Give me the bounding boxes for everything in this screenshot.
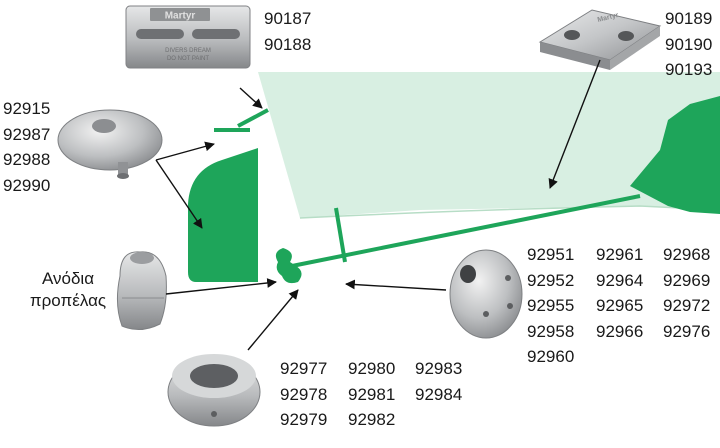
shaft-strut: [334, 207, 347, 263]
part-number: 92984: [415, 384, 463, 404]
rudder-hull-plate: [214, 128, 250, 132]
part-number: 92982: [348, 410, 396, 430]
label-collar-col1: 92977 92978 92979: [280, 356, 327, 433]
shaft-collar-anode: [167, 354, 261, 427]
arrow-plate-small: [548, 59, 601, 189]
arrow-collar-anode: [247, 289, 299, 351]
label-collar-col2: 92980 92981 92982: [348, 356, 395, 433]
label-barrel-col2: 92961 92964 92965 92966: [596, 242, 643, 344]
disc-anode: [57, 109, 163, 179]
label-collar-col3: 92983 92984: [415, 356, 462, 407]
label-barrel-col3: 92968 92969 92972 92976: [663, 242, 710, 344]
part-number: 92976: [663, 321, 711, 341]
part-number: 92915: [3, 99, 51, 118]
hull-plate-mark: [237, 108, 269, 128]
part-number: 92979: [280, 410, 328, 430]
part-number: 90188: [264, 34, 312, 54]
part-number: 92968: [663, 245, 711, 264]
label-plate-small: 90189 90190 90193: [665, 6, 712, 83]
part-number: 92955: [527, 296, 575, 316]
label-plate-rect: 90187 90188: [264, 6, 311, 57]
propeller-anode: [116, 251, 167, 330]
part-number: 90190: [665, 34, 713, 54]
arrow-disc-to-rudder: [155, 159, 203, 229]
plate-brand-text: Martyr: [165, 11, 196, 22]
part-number: 92978: [280, 384, 328, 404]
part-number: 92966: [596, 321, 644, 341]
part-number: 92980: [348, 359, 396, 378]
arrow-propeller-anode: [165, 278, 277, 295]
part-number: 92987: [3, 124, 51, 144]
part-number: 90193: [665, 60, 713, 80]
part-number: 92972: [663, 296, 711, 316]
label-propeller-anode: Ανόδια προπέλας: [25, 268, 111, 312]
part-number: 92960: [527, 347, 575, 367]
plate-anode-small: Martyr: [538, 9, 662, 70]
propeller-anode-caption-line1: Ανόδια: [41, 269, 95, 288]
part-number: 92981: [348, 384, 396, 404]
label-barrel-col1: 92951 92952 92955 92958 92960: [527, 242, 574, 370]
arrow-barrel-anode: [345, 279, 447, 291]
part-number: 90189: [665, 9, 713, 28]
part-number: 92961: [596, 245, 644, 264]
plate-caption-line1: DIVERS DREAM: [165, 48, 211, 54]
part-number: 92964: [596, 270, 644, 290]
part-number: 92983: [415, 359, 463, 378]
part-number: 92958: [527, 321, 575, 341]
propeller-shaft: [281, 194, 641, 270]
plate-anode-rect: Martyr DIVERS DREAM DO NOT PAINT: [125, 5, 251, 69]
part-number: 92965: [596, 296, 644, 316]
engine-housing: [630, 96, 720, 214]
shaft-barrel-anode: [449, 249, 523, 339]
propeller-anode-caption-line2: προπέλας: [29, 291, 107, 310]
hull-shape: [258, 72, 720, 218]
label-disc-anode: 92915 92987 92988 92990: [3, 96, 50, 198]
arrow-plate-rect: [239, 87, 263, 109]
part-number: 90187: [264, 9, 312, 28]
propeller: [275, 248, 302, 284]
part-number: 92988: [3, 150, 51, 170]
arrow-disc-to-plate: [155, 141, 215, 161]
part-number: 92952: [527, 270, 575, 290]
plate-caption-line2: DO NOT PAINT: [167, 56, 209, 62]
hull-bottom-line: [299, 205, 720, 219]
part-number: 92951: [527, 245, 575, 264]
part-number: 92977: [280, 359, 328, 378]
part-number: 92969: [663, 270, 711, 290]
part-number: 92990: [3, 175, 51, 195]
rudder: [188, 148, 258, 282]
